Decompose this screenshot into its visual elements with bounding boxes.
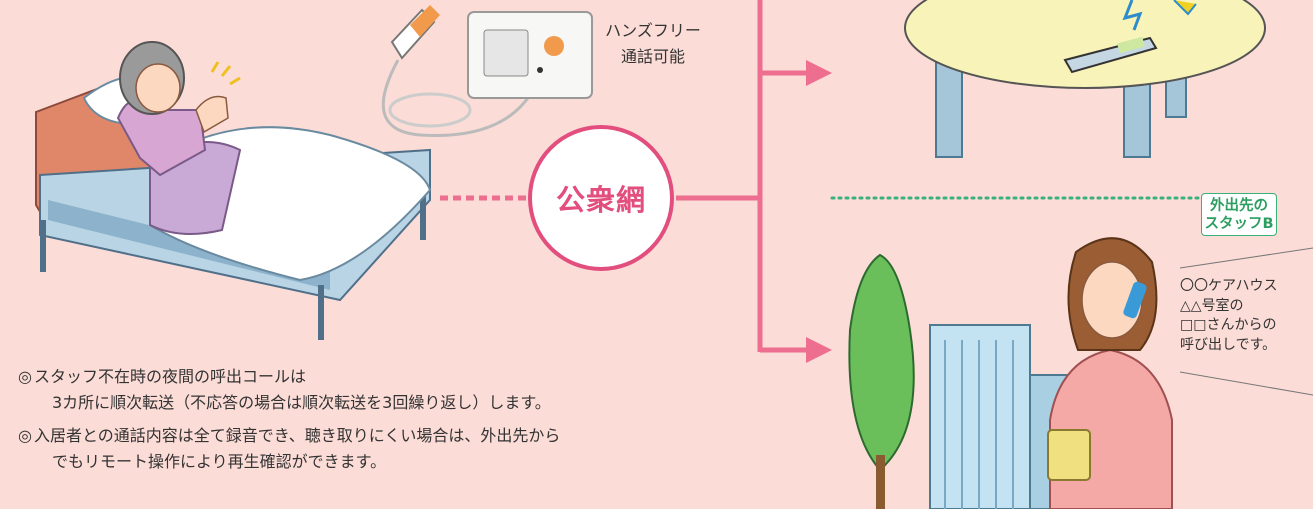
note-item: ◎スタッフ不在時の夜間の呼出コールは 3カ所に順次転送（不応答の場合は順次転送を… bbox=[18, 364, 560, 416]
speech-bubble-lines bbox=[1179, 247, 1313, 396]
tree bbox=[848, 253, 915, 509]
note-mark: ◎ bbox=[18, 426, 32, 445]
phone-message-line: 〇〇ケアハウス bbox=[1180, 278, 1278, 294]
bed-illustration bbox=[35, 70, 432, 340]
table-with-phone bbox=[904, 0, 1266, 158]
staff-woman-on-phone bbox=[1047, 237, 1173, 509]
route-lines bbox=[440, 0, 832, 363]
note-line-1: スタッフ不在時の夜間の呼出コールは bbox=[33, 367, 306, 386]
handsfree-line-2: 通話可能 bbox=[620, 47, 685, 66]
staff-badge-line-1: 外出先の bbox=[1210, 197, 1268, 214]
staff-b-badge: 外出先の スタッフB bbox=[1201, 193, 1277, 236]
staff-badge-line-2: スタッフB bbox=[1204, 215, 1274, 232]
note-line-1: 入居者との通話内容は全て録音でき、聴き取りにくい場合は、外出先から bbox=[33, 426, 561, 445]
note-item: ◎入居者との通話内容は全て録音でき、聴き取りにくい場合は、外出先から でもリモー… bbox=[18, 423, 560, 475]
public-network-node: 公衆網 bbox=[528, 125, 674, 271]
nurse-call-handset bbox=[381, 5, 532, 137]
phone-message-line: □□さんからの bbox=[1180, 317, 1277, 333]
wall-intercom-unit bbox=[467, 11, 593, 99]
handsfree-callout: ハンズフリー 通話可能 bbox=[568, 18, 738, 70]
phone-message-line: △△号室の bbox=[1180, 297, 1244, 314]
phone-message: 〇〇ケアハウス △△号室の □□さんからの 呼び出しです。 bbox=[1180, 277, 1277, 355]
notes-list: ◎スタッフ不在時の夜間の呼出コールは 3カ所に順次転送（不応答の場合は順次転送を… bbox=[18, 364, 560, 482]
public-network-label: 公衆網 bbox=[555, 183, 646, 217]
note-mark: ◎ bbox=[18, 367, 32, 386]
phone-message-line: 呼び出しです。 bbox=[1180, 336, 1277, 353]
note-line-2: 3カ所に順次転送（不応答の場合は順次転送を3回繰り返し）します。 bbox=[52, 393, 551, 412]
elderly-patient bbox=[116, 41, 241, 177]
note-line-2: でもリモート操作により再生確認ができます。 bbox=[52, 452, 387, 471]
handsfree-line-1: ハンズフリー bbox=[605, 21, 701, 40]
